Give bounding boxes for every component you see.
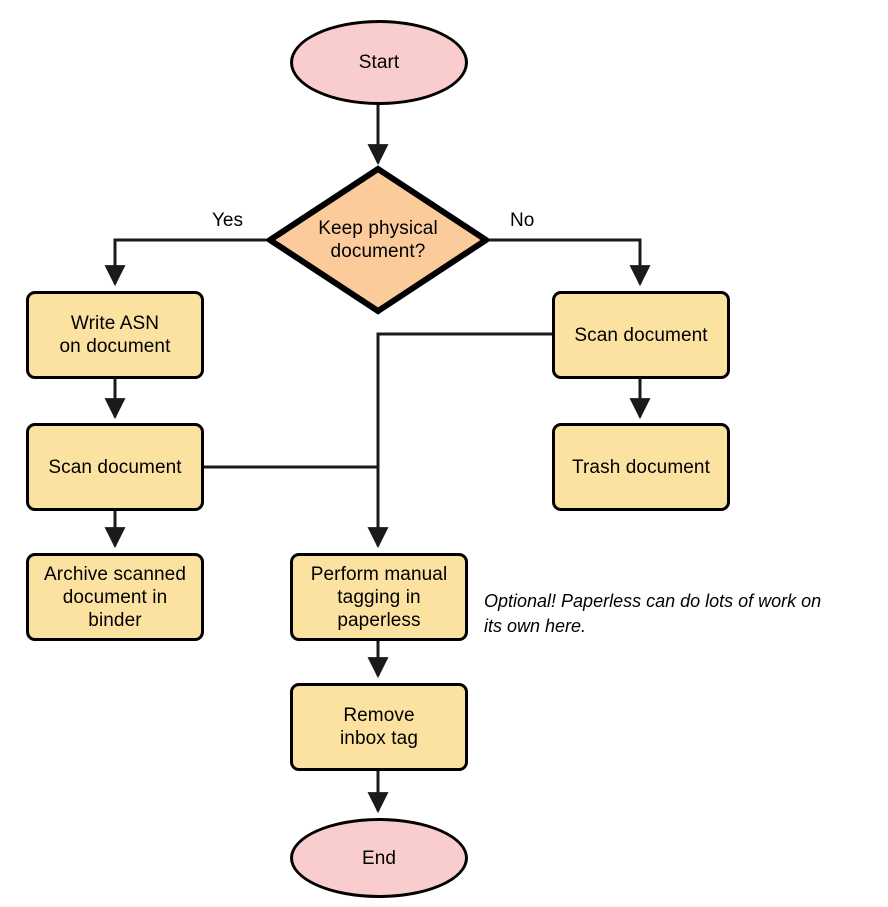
edge-label-no: No bbox=[508, 210, 537, 232]
node-archive-scanned-document[interactable]: Archive scanned document in binder bbox=[26, 553, 204, 641]
node-trash-document[interactable]: Trash document bbox=[552, 423, 730, 511]
archive-label-line1: Archive scanned bbox=[44, 563, 186, 585]
node-keep-physical-document[interactable]: Keep physical document? bbox=[266, 165, 490, 315]
node-keep-physical-document-label: Keep physical document? bbox=[318, 217, 438, 263]
decision-label-line1: Keep physical bbox=[318, 218, 438, 239]
node-end[interactable]: End bbox=[290, 818, 468, 898]
scan-document-left-label: Scan document bbox=[48, 456, 182, 478]
node-start-label: Start bbox=[358, 52, 400, 73]
edge-scan-right-to-tagging bbox=[367, 332, 552, 549]
tagging-label-line1: Perform manual bbox=[310, 563, 448, 585]
annotation-optional-note: Optional! Paperless can do lots of work … bbox=[484, 589, 884, 639]
remove-inbox-label-line2: inbox tag bbox=[339, 728, 418, 749]
node-perform-manual-tagging[interactable]: Perform manual tagging in paperless bbox=[290, 553, 468, 641]
decision-label-line2: document? bbox=[330, 241, 426, 262]
diamond-shape bbox=[266, 165, 490, 315]
remove-inbox-label-line1: Remove bbox=[343, 705, 415, 726]
node-start[interactable]: Start bbox=[290, 20, 468, 105]
write-asn-label-line2: on document bbox=[59, 336, 171, 357]
edge-decision-to-write-asn bbox=[104, 238, 266, 287]
archive-label-line2: document in bbox=[62, 586, 168, 608]
trash-document-label: Trash document bbox=[572, 456, 710, 478]
write-asn-label-line1: Write ASN bbox=[70, 313, 160, 334]
scan-document-right-label: Scan document bbox=[574, 324, 708, 346]
node-remove-inbox-tag[interactable]: Remove inbox tag bbox=[290, 683, 468, 771]
edge-label-yes: Yes bbox=[210, 210, 245, 232]
edge-decision-to-scan-right bbox=[490, 238, 651, 287]
annotation-line1: Optional! Paperless can do lots of work … bbox=[484, 591, 822, 611]
node-scan-document-left[interactable]: Scan document bbox=[26, 423, 204, 511]
tagging-label-line3: paperless bbox=[337, 609, 421, 631]
node-write-asn-on-document[interactable]: Write ASN on document bbox=[26, 291, 204, 379]
tagging-label-line2: tagging in bbox=[337, 586, 421, 608]
archive-label-line3: binder bbox=[88, 609, 142, 631]
annotation-line2: its own here. bbox=[484, 616, 587, 636]
node-scan-document-right[interactable]: Scan document bbox=[552, 291, 730, 379]
node-end-label: End bbox=[361, 847, 397, 869]
